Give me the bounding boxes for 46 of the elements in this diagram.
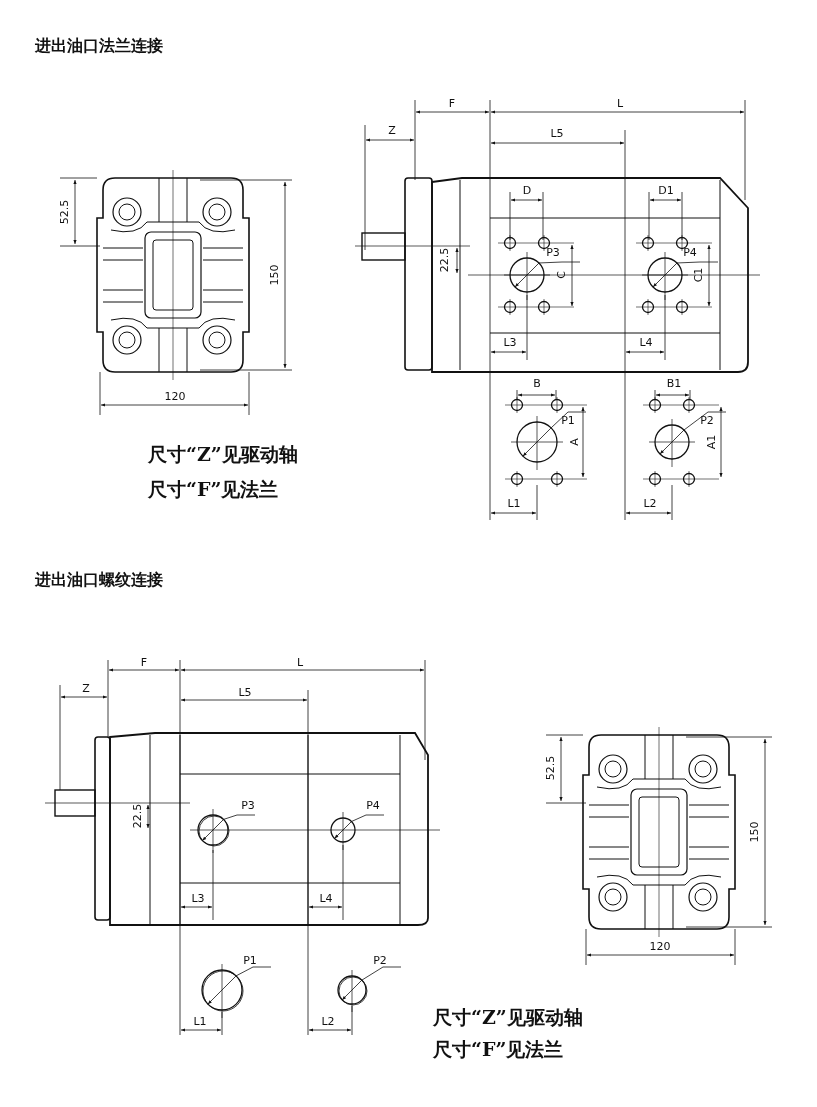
dimension-label: B — [533, 377, 541, 389]
dimension-label: 52.5 — [544, 755, 556, 781]
dimension-label: 150 — [748, 821, 760, 843]
dimension-label: L — [616, 97, 624, 109]
dimension-label: C — [555, 271, 567, 279]
dimension-label: P2 — [373, 954, 387, 966]
note-text: 尺寸“F”见法兰 — [433, 1040, 564, 1059]
dimension-label: 120 — [164, 390, 186, 402]
dimension-label: L — [296, 656, 304, 668]
dimension-label: L5 — [238, 686, 252, 698]
dimension-label: B1 — [666, 377, 682, 389]
dimension-label: F — [140, 656, 148, 668]
dimension-label: 22.5 — [438, 247, 450, 273]
dimension-label: L5 — [550, 127, 564, 139]
dimension-label: L2 — [643, 497, 657, 509]
dimension-label: D1 — [658, 184, 674, 196]
dimension-label: P3 — [241, 799, 255, 811]
dimension-label: L4 — [639, 336, 653, 348]
dimension-label: P3 — [546, 246, 560, 258]
dimension-label: C1 — [692, 267, 704, 283]
dimension-label: L2 — [321, 1015, 335, 1027]
dimension-label: 22.5 — [131, 803, 143, 829]
dimension-label: P4 — [366, 799, 380, 811]
dimension-label: L1 — [507, 497, 521, 509]
dimension-label: A1 — [705, 434, 717, 450]
section-heading: 进出油口螺纹连接 — [35, 572, 163, 588]
dimension-label: Z — [82, 682, 90, 694]
dimension-label: 120 — [649, 940, 671, 952]
dimension-label: P1 — [561, 414, 575, 426]
dimension-label: 52.5 — [58, 199, 70, 225]
dimension-label: L4 — [319, 892, 333, 904]
dimension-label: P2 — [700, 414, 714, 426]
dimension-label: F — [448, 97, 456, 109]
dimension-label: L3 — [503, 336, 517, 348]
dimension-label: L1 — [193, 1015, 207, 1027]
dimension-label: L3 — [191, 892, 205, 904]
note-text: 尺寸“Z”见驱动轴 — [433, 1008, 583, 1027]
dimension-label: 150 — [268, 264, 280, 286]
note-text: 尺寸“Z”见驱动轴 — [148, 445, 298, 464]
note-text: 尺寸“F”见法兰 — [148, 480, 279, 499]
dimension-label: A — [568, 438, 580, 446]
dimension-label: P4 — [683, 246, 697, 258]
dimension-label: P1 — [243, 954, 257, 966]
section-heading: 进出油口法兰连接 — [35, 38, 163, 54]
dimension-label: D — [522, 184, 532, 196]
dimension-label: Z — [388, 124, 396, 136]
